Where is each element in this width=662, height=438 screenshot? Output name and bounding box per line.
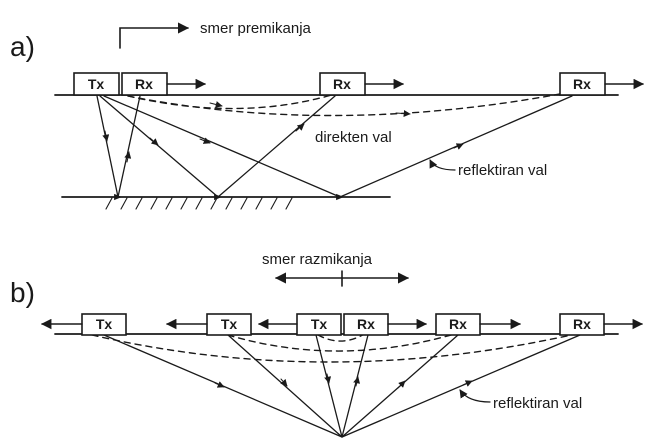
receiver-label-b3: Rx xyxy=(573,316,591,332)
transmitter-label-b1: Tx xyxy=(96,316,113,332)
movement-direction-label: smer premikanja xyxy=(200,20,312,37)
receiver-label-a2: Rx xyxy=(333,76,351,92)
movement-arrow xyxy=(119,22,190,49)
panel-b-label: b) xyxy=(10,277,35,308)
panel-b: b) smer razmikanja Tx Tx Tx xyxy=(10,251,644,438)
transmitter-label-b3: Tx xyxy=(311,316,328,332)
direct-wave-a1 xyxy=(127,93,336,110)
direct-wave-a2 xyxy=(127,93,561,117)
reflected-wave-pointer-b xyxy=(459,389,491,403)
transmitter-label-b2: Tx xyxy=(221,316,238,332)
reflected-ray-a2 xyxy=(99,95,336,201)
panel-a-label: a) xyxy=(10,31,35,62)
reflected-wave-label-b: reflektiran val xyxy=(493,395,582,412)
receiver-label-b2: Rx xyxy=(449,316,467,332)
reflector-hatching-a xyxy=(105,197,293,210)
direct-wave-b1 xyxy=(227,332,459,352)
receiver-label-a1: Rx xyxy=(135,76,153,92)
reflected-ray-b2 xyxy=(227,334,459,438)
reflected-wave-label-a: reflektiran val xyxy=(458,162,547,179)
reflected-ray-a3 xyxy=(103,95,573,201)
receiver-label-b1: Rx xyxy=(357,316,375,332)
transmitter-box-a xyxy=(73,72,120,96)
reflected-wave-pointer-a xyxy=(429,159,456,171)
direct-wave-label-a: direkten val xyxy=(315,129,392,146)
reflected-ray-a1 xyxy=(96,95,141,201)
receiver-label-a3: Rx xyxy=(573,76,591,92)
direct-wave-b2 xyxy=(91,332,581,363)
panel-a: a) smer premikanja xyxy=(10,20,645,210)
reflected-ray-b3 xyxy=(315,334,369,438)
separation-direction-label: smer razmikanja xyxy=(262,251,373,268)
transmitter-label-a: Tx xyxy=(88,76,105,92)
